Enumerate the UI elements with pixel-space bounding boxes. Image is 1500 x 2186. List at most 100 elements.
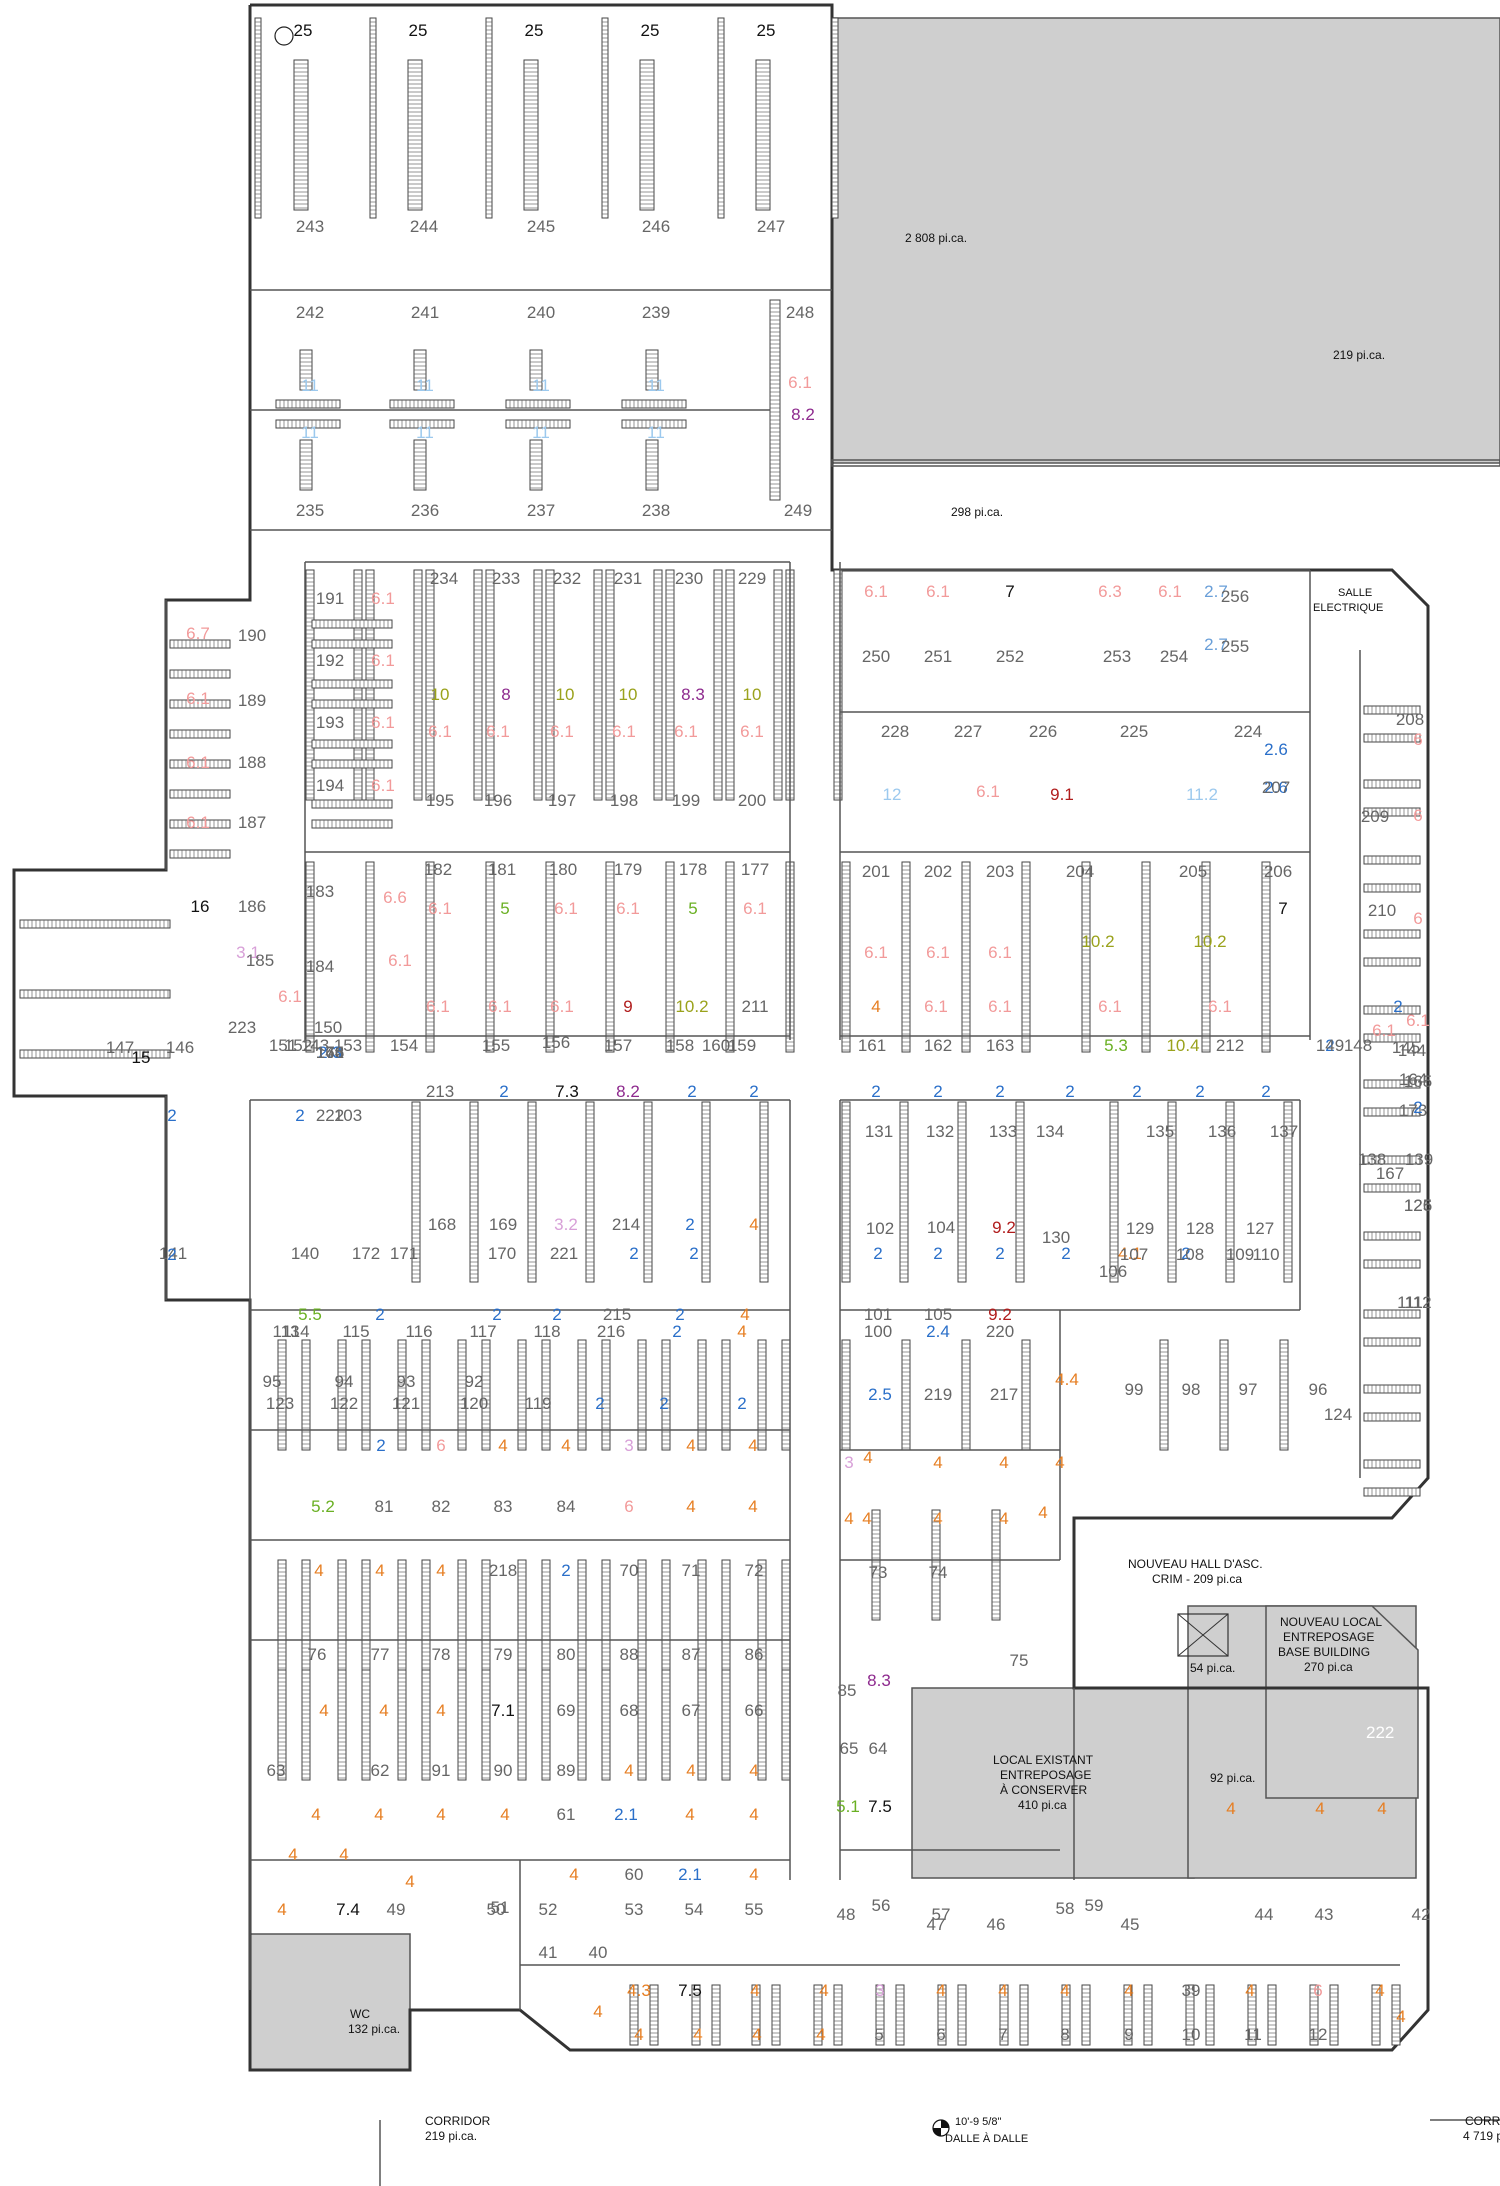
room-label: 4	[685, 1805, 694, 1824]
room-label: 158	[666, 1036, 694, 1055]
shelf-rack	[957, 1984, 967, 2046]
corridor-right-area: 4 719 p	[1463, 2129, 1500, 2143]
room-label: 132	[926, 1122, 954, 1141]
wc-label: WC	[350, 2007, 370, 2021]
room-label: 100	[864, 1322, 892, 1341]
room-label: 67	[682, 1701, 701, 1720]
room-label: 7.4	[336, 1900, 360, 1919]
room-label: 6.1	[1098, 997, 1122, 1016]
room-label: 57	[932, 1905, 951, 1924]
shelf-rack	[577, 1559, 587, 1671]
shelf-rack	[1015, 1101, 1025, 1283]
room-label: 102	[866, 1219, 894, 1238]
room-label: 2.1	[614, 1805, 638, 1824]
room-label: 4	[561, 1436, 570, 1455]
room-label: 4	[0, 0, 5, 4]
room-label: 6.1	[426, 997, 450, 1016]
room-label: 4	[750, 1981, 759, 2000]
room-label: 12	[883, 785, 902, 804]
shelf-rack	[757, 1669, 767, 1781]
shelf-rack	[781, 1559, 791, 1671]
room-label: 2	[561, 1561, 570, 1580]
shelf-rack	[1201, 861, 1211, 1053]
room-label: 4	[748, 1497, 757, 1516]
room-label: 56	[872, 1896, 891, 1915]
shelf-rack	[169, 699, 231, 709]
room-label: 6.1	[428, 899, 452, 918]
room-label: 252	[996, 647, 1024, 666]
local-new-2: ENTREPOSAGE	[1283, 1630, 1374, 1644]
room-label: 235	[296, 501, 324, 520]
shelf-rack	[277, 1339, 287, 1451]
room-label: 10.4	[1166, 1036, 1199, 1055]
room-label: 4	[498, 1436, 507, 1455]
shelf-rack	[721, 1669, 731, 1781]
room-label: 114	[282, 1322, 309, 1341]
room-label: 19	[0, 0, 9, 4]
room-label: 126	[1404, 1196, 1432, 1215]
room-label: 247	[757, 217, 785, 236]
room-label: 4	[0, 0, 5, 4]
shelf-rack	[901, 861, 911, 1053]
room-label: 128	[1186, 1219, 1214, 1238]
room-label: 4	[686, 1436, 695, 1455]
room-label: 4	[1315, 1799, 1324, 1818]
room-label: 211	[741, 997, 768, 1016]
room-label: 231	[614, 569, 642, 588]
room-label: 111	[1397, 1293, 1423, 1312]
room-label: 2.6	[1264, 778, 1288, 797]
shelf-rack	[299, 439, 313, 491]
shelf-rack	[517, 1339, 527, 1451]
room-label: 10.2	[1193, 932, 1226, 951]
shelf-rack	[605, 569, 615, 801]
room-label: 197	[548, 791, 576, 810]
room-label: 237	[527, 501, 555, 520]
room-label: 3.1	[236, 943, 260, 962]
shelf-rack	[541, 1559, 551, 1671]
shelf-rack	[999, 1984, 1009, 2046]
shelf-rack	[781, 1669, 791, 1781]
room-label: 39	[1182, 1981, 1201, 2000]
shelf-rack	[517, 1669, 527, 1781]
room-label: 6.1	[278, 987, 302, 1006]
room-label: 4	[0, 0, 5, 4]
room-label: 218	[489, 1561, 517, 1580]
shelf-rack	[169, 849, 231, 859]
room-label: 2	[933, 1244, 942, 1263]
room-label: 6.1	[1158, 582, 1182, 601]
room-label: 127	[1246, 1219, 1274, 1238]
room-label: 241	[411, 303, 439, 322]
shelf-rack	[601, 1559, 611, 1671]
room-label: 219	[924, 1385, 952, 1404]
room-label: 63	[267, 1761, 286, 1780]
small-area: 92 pi.ca.	[1210, 1771, 1255, 1785]
room-label: 10	[619, 685, 638, 704]
room-label: 80	[557, 1645, 576, 1664]
room-label: 168	[428, 1215, 456, 1234]
room-label: 6.1	[486, 722, 510, 741]
local-exist-4: 410 pi.ca	[1018, 1798, 1067, 1812]
room-label: 55	[745, 1900, 764, 1919]
room-label: 2	[295, 1106, 304, 1125]
shelf-rack	[485, 861, 495, 1053]
shelf-rack	[485, 569, 495, 801]
corridor-area: 219 pi.ca.	[425, 2129, 477, 2143]
room-label: 4	[0, 0, 5, 4]
room-label: 2	[1413, 1098, 1422, 1117]
room-label: 11	[416, 376, 434, 395]
room-label: 6.1	[550, 722, 574, 741]
room-label: 2	[1325, 1036, 1334, 1055]
room-label: 240	[527, 303, 555, 322]
room-label: 171	[390, 1244, 418, 1263]
shelf-rack	[1225, 1101, 1235, 1283]
shelf-rack	[457, 1339, 467, 1451]
room-label: 2	[675, 1305, 684, 1324]
room-label: 11	[301, 423, 319, 442]
room-label: 40	[589, 1943, 608, 1962]
shelf-rack	[337, 1669, 347, 1781]
room-label: 4	[436, 1701, 445, 1720]
room-label: 25	[525, 21, 544, 40]
room-label: 7.2	[0, 0, 12, 4]
room-label: 157	[604, 1036, 632, 1055]
room-label: 10	[556, 685, 575, 704]
